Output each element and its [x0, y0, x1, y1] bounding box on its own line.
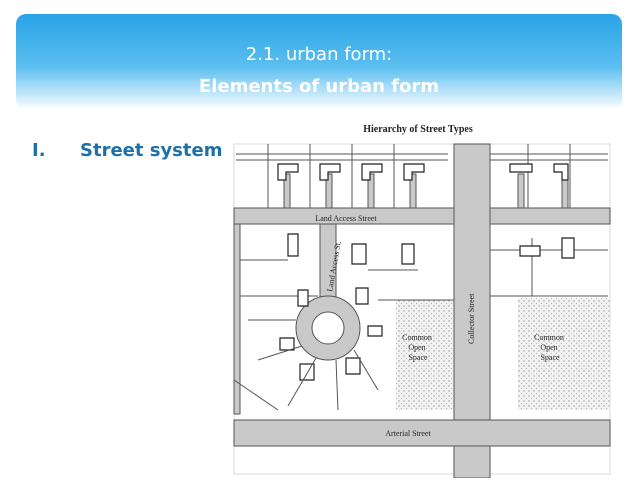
houses	[277, 163, 575, 381]
bullet-text: Street system	[80, 140, 223, 161]
label-land-access-street: Land Access Street	[315, 214, 377, 223]
label-arterial-street: Arterial Street	[385, 429, 431, 438]
label-common-open-space-left: Common Open Space	[402, 333, 434, 362]
figure-title: Hierarchy of Street Types	[363, 124, 473, 135]
open-space-left	[396, 300, 454, 410]
slide-subtitle: Elements of urban form	[198, 76, 440, 97]
slide-title: 2.1. urban form:	[245, 44, 393, 65]
street-map: Hierarchy of Street Types Land Access St…	[233, 124, 611, 479]
land-access-street-right	[489, 207, 611, 225]
street-hierarchy-figure: Hierarchy of Street Types Land Access St…	[228, 120, 620, 479]
arterial-street	[233, 419, 611, 447]
label-common-open-space-right: Common Open Space	[534, 333, 566, 362]
bullet-marker: I.	[32, 140, 46, 161]
open-space-right	[518, 298, 610, 410]
lot-lines	[234, 144, 608, 301]
label-collector-street: Collector Street	[467, 293, 476, 344]
header-banner: 2.1. urban form: Elements of urban form	[16, 14, 622, 110]
roads	[233, 143, 611, 479]
